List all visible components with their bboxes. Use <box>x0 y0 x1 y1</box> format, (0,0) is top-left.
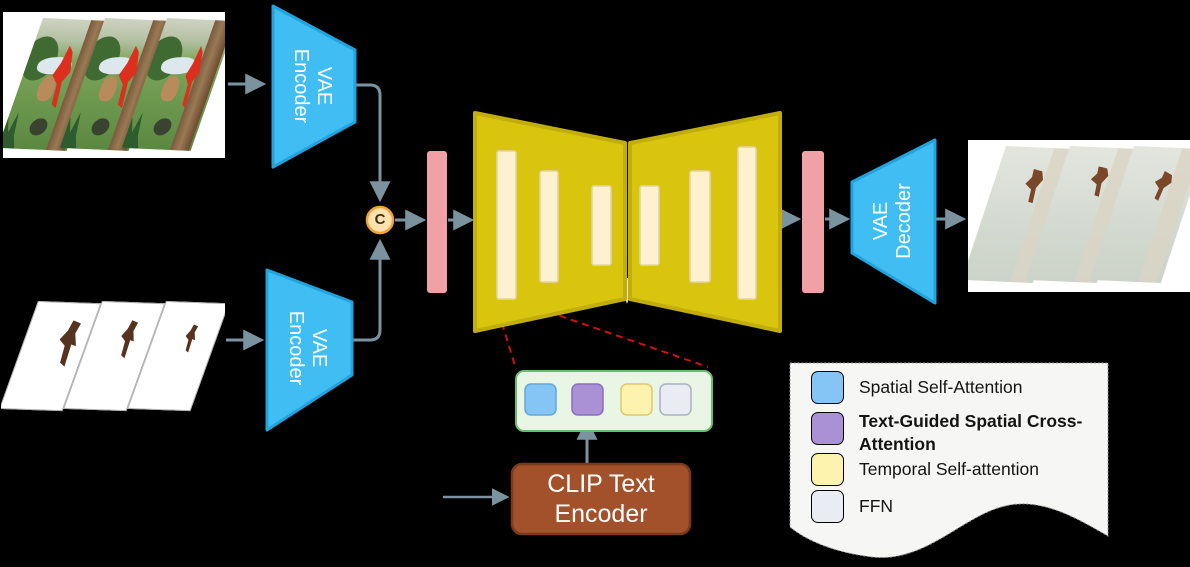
temporal-self-attention-module <box>620 383 653 416</box>
spatial-self-attention-swatch <box>811 371 844 404</box>
vae-decoder-shape <box>850 138 937 305</box>
unet-transformer-bars <box>496 146 757 300</box>
ffn-module <box>659 383 692 416</box>
arrow-encoder-top-to-concat <box>355 83 391 203</box>
subject-frames <box>1 296 225 416</box>
vae-encoder-bottom-label: VAE Encoder <box>285 310 330 386</box>
dog-silhouette <box>177 324 202 353</box>
vae-encoder-top-label: VAE Encoder <box>290 48 335 124</box>
vae-encoder-top-shape <box>271 4 357 169</box>
rock-art <box>89 117 112 136</box>
vae-encoder-bottom-shape <box>265 268 354 432</box>
concat-circle <box>365 205 395 235</box>
plant-art <box>3 109 28 149</box>
latent-bar-input <box>427 151 447 293</box>
rock-art <box>151 117 174 136</box>
ffn-swatch <box>811 490 844 523</box>
text-guided-cross-attention-swatch <box>811 412 844 445</box>
output-video-frames <box>968 140 1190 292</box>
concat-symbol: C <box>374 211 386 228</box>
legend-item-text-guided-cross-attention: Text-Guided Spatial Cross-Attention <box>811 411 1099 456</box>
legend-label: FFN <box>859 496 894 517</box>
legend-paper <box>789 362 1109 558</box>
legend-item-spatial-self-attention: Spatial Self-Attention <box>811 371 1099 404</box>
arrow-encoder-bottom-to-concat <box>352 238 391 342</box>
legend-item-ffn: FFN <box>811 490 1099 523</box>
unet-bar-1 <box>496 150 517 300</box>
clip-text-encoder-box <box>510 462 692 536</box>
spatial-self-attention-module <box>524 383 557 416</box>
unet-bar-5 <box>689 170 711 283</box>
dog-silhouette <box>110 320 143 359</box>
rock-art <box>27 117 50 136</box>
tree-trunk-ghost-art <box>1138 148 1190 283</box>
text-guided-cross-attention-module <box>571 383 604 416</box>
legend-label: Text-Guided Spatial Cross-Attention <box>859 411 1083 454</box>
unet-bar-2 <box>539 170 559 283</box>
unet-bar-4 <box>639 185 660 266</box>
zoom-dashed-right <box>513 299 709 368</box>
vae-decoder-label: VAE Decoder <box>870 183 915 259</box>
legend-label: Spatial Self-Attention <box>859 377 1023 398</box>
legend-item-temporal-self-attention: Temporal Self-attention <box>811 453 1099 486</box>
temporal-self-attention-swatch <box>811 453 844 486</box>
dog-art <box>95 75 121 102</box>
clip-text-encoder-label: CLIP Text Encoder <box>547 469 655 529</box>
legend-label: Temporal Self-attention <box>859 459 1039 480</box>
unet-bar-6 <box>737 146 757 300</box>
dog-art <box>157 75 183 102</box>
source-video-frames <box>3 12 225 158</box>
flow-arrows <box>226 73 967 506</box>
latent-bar-output <box>802 151 824 293</box>
unet-bar-3 <box>591 185 612 266</box>
